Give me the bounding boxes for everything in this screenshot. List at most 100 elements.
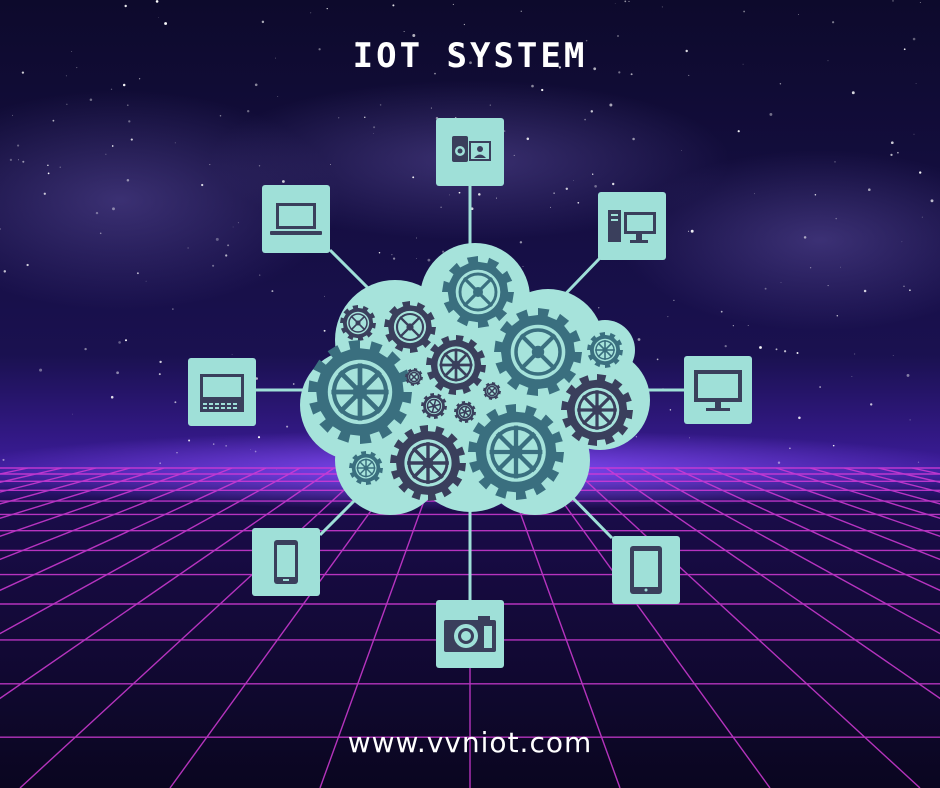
star — [434, 72, 436, 75]
star — [26, 263, 29, 267]
star — [541, 88, 544, 92]
star — [212, 443, 215, 445]
star — [628, 0, 630, 2]
star — [868, 188, 871, 191]
star — [832, 444, 835, 447]
star — [851, 91, 855, 95]
desktop-computer-icon — [608, 210, 656, 243]
star — [732, 325, 734, 327]
star — [271, 290, 274, 293]
star — [323, 329, 326, 332]
star — [522, 266, 524, 268]
device-tile-monitor[interactable] — [684, 356, 752, 424]
star — [356, 41, 359, 44]
star — [158, 17, 160, 18]
gear-icon — [308, 340, 412, 444]
star — [789, 447, 791, 450]
star — [174, 401, 177, 404]
star — [449, 194, 450, 196]
star — [174, 142, 176, 144]
star — [635, 436, 637, 438]
device-tile-smartphone[interactable] — [252, 528, 320, 596]
camcorder-id-card-icon — [452, 136, 491, 162]
star — [2, 458, 5, 461]
star — [565, 187, 569, 191]
device-tile-tablet[interactable] — [612, 536, 680, 604]
star — [258, 165, 261, 167]
gear-icon — [349, 451, 383, 485]
star — [669, 409, 672, 411]
star — [915, 83, 917, 84]
star — [769, 112, 773, 116]
star — [201, 183, 204, 187]
star — [840, 266, 841, 268]
gear-icon — [384, 301, 436, 353]
device-tile-mini-laptop[interactable] — [188, 358, 256, 426]
star — [364, 116, 366, 118]
star — [503, 130, 506, 132]
star — [489, 104, 491, 106]
star — [478, 193, 481, 196]
star — [747, 325, 749, 326]
device-tile-desktop[interactable] — [598, 192, 666, 260]
star — [834, 161, 836, 163]
star — [819, 386, 821, 388]
star — [469, 61, 472, 65]
star — [172, 308, 174, 310]
star — [261, 20, 265, 24]
star — [136, 272, 139, 275]
star — [585, 39, 588, 42]
star — [780, 282, 782, 283]
star — [159, 360, 162, 364]
grid-line — [0, 467, 199, 538]
star — [667, 316, 669, 318]
star — [919, 1, 921, 3]
star — [594, 184, 597, 188]
device-tile-laptop[interactable] — [262, 185, 330, 253]
star — [126, 104, 129, 107]
star — [614, 3, 616, 4]
star — [742, 63, 744, 65]
star — [624, 0, 627, 3]
star — [903, 48, 906, 51]
star — [12, 114, 14, 116]
star — [832, 21, 835, 24]
grid-line — [503, 467, 621, 788]
star — [110, 88, 113, 90]
star — [323, 295, 325, 297]
star — [412, 176, 415, 179]
monitor-icon — [694, 370, 742, 411]
tablet-icon — [630, 546, 662, 594]
star — [903, 285, 905, 287]
star — [116, 371, 119, 375]
star — [392, 53, 395, 55]
device-tile-camera[interactable] — [436, 600, 504, 668]
gear-icon — [468, 404, 564, 500]
gear-icon — [421, 393, 447, 419]
star — [259, 274, 261, 276]
star — [47, 172, 50, 175]
laptop-icon — [270, 203, 322, 235]
star — [519, 241, 523, 244]
star — [870, 403, 873, 406]
star — [685, 49, 688, 53]
star — [440, 206, 442, 208]
star — [513, 154, 515, 156]
star — [124, 4, 127, 8]
star — [743, 10, 745, 13]
star — [656, 358, 659, 361]
star — [112, 207, 115, 211]
star — [581, 66, 583, 68]
footer-url[interactable]: www.vvniot.com — [347, 726, 593, 759]
gear-icon — [442, 256, 514, 328]
device-tile-camcorder[interactable] — [436, 118, 504, 186]
star — [827, 285, 829, 287]
star — [164, 22, 168, 25]
grid-line — [169, 467, 403, 788]
grid-line — [19, 467, 369, 788]
star — [231, 354, 233, 356]
star — [52, 119, 55, 122]
star — [550, 206, 552, 208]
star — [912, 37, 916, 41]
